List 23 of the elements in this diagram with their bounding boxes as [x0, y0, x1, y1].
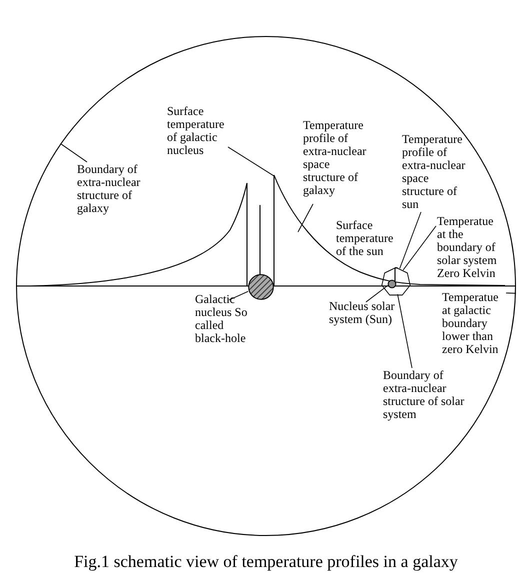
annotation-text: Boundary of extra-nuclear structure of galaxy — [77, 163, 157, 215]
annotation-text: Temperatue at the boundary of solar system Zero Kelvin — [437, 215, 505, 280]
leader-line — [402, 226, 436, 271]
leader-line — [60, 143, 88, 162]
leader-line — [366, 285, 388, 302]
annotation-text: Temperature profile of extra-nuclear space structure of sun — [402, 133, 466, 211]
figure-caption: Fig.1 schematic view of temperature profiles in a galaxy — [73, 551, 459, 573]
leader-line — [397, 294, 412, 368]
solar-system-boundary — [381, 267, 411, 297]
annotation-text: Nucleus solar system (Sun) — [329, 300, 401, 326]
leader-line — [228, 290, 249, 300]
annotation-text: Temperatue at galactic boundary lower than zero Kelvin — [442, 291, 506, 356]
leader-line — [399, 212, 422, 269]
leader-line — [298, 204, 314, 232]
leader-line — [506, 292, 516, 294]
annotation-text: Boundary of extra-nuclear structure of solar system — [383, 369, 469, 421]
sun-dot — [388, 280, 396, 288]
annotation-text: Surface temperature of galactic nucleus — [167, 105, 231, 157]
annotation-text: Galactic nucleus So called black-hole — [195, 293, 255, 345]
annotation-text: Surface temperature of the sun — [336, 219, 396, 258]
annotation-text: Temperature profile of extra-nuclear space structure of galaxy — [303, 119, 373, 197]
leader-line — [228, 146, 274, 176]
galactic-nucleus-ball — [248, 274, 274, 300]
